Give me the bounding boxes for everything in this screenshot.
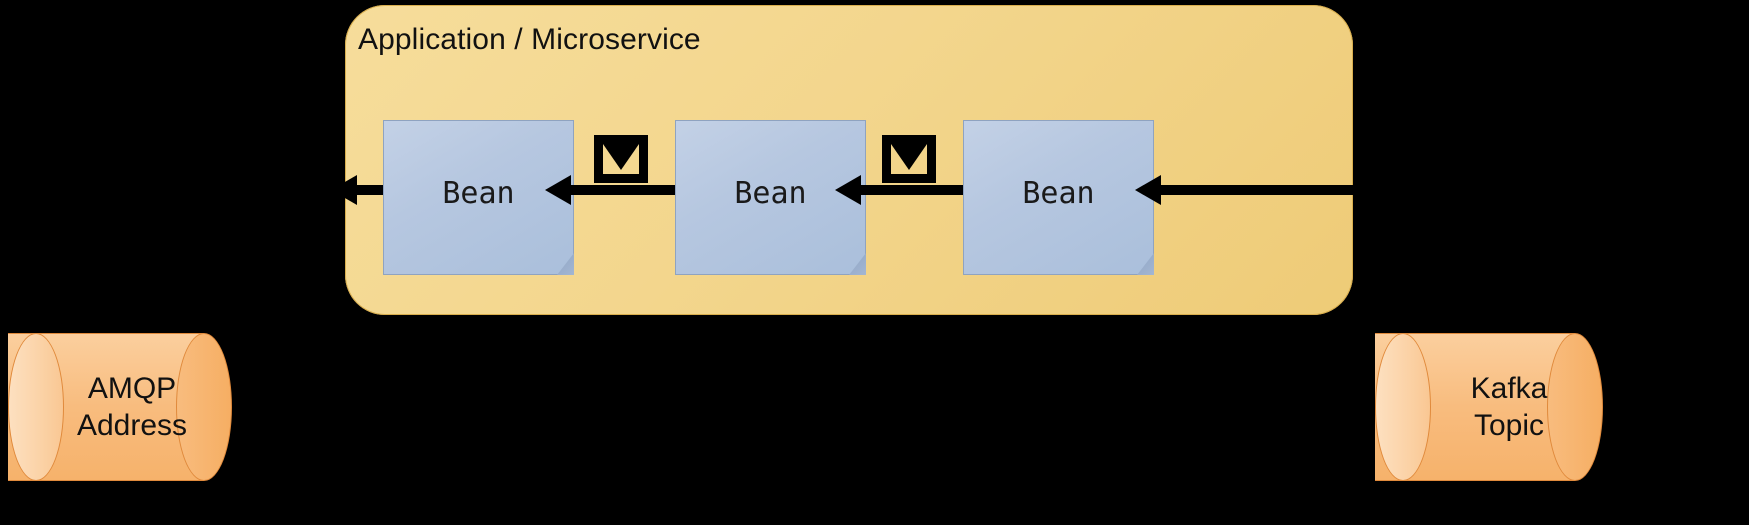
arrow-shaft bbox=[345, 185, 397, 195]
bean-document-shape bbox=[963, 120, 1154, 275]
bean-node-1: Bean bbox=[383, 120, 574, 275]
amqp-address-label-line-2: Address bbox=[76, 409, 188, 442]
cylinder-left-cap-icon bbox=[8, 333, 64, 481]
bean-document-shape bbox=[675, 120, 866, 275]
arrow-head-icon bbox=[1135, 175, 1161, 205]
arrow-shaft bbox=[1158, 185, 1367, 195]
application-container-title: Application / Microservice bbox=[358, 23, 701, 56]
amqp-address-label-line-1: AMQP bbox=[87, 371, 177, 405]
envelope-flap-icon bbox=[603, 144, 639, 170]
arrow-shaft bbox=[568, 185, 688, 195]
amqp-address-node: AMQP Address bbox=[8, 333, 232, 481]
cylinder-right-cap-icon bbox=[1547, 333, 1603, 481]
envelope-icon bbox=[594, 135, 648, 183]
arrow-shaft bbox=[858, 185, 976, 195]
cylinder-right-cap-icon bbox=[176, 333, 232, 481]
kafka-topic-label: Kafka Topic bbox=[1375, 333, 1609, 481]
arrow-head-icon bbox=[331, 175, 357, 205]
arrow-bean3-to-bean2 bbox=[835, 175, 976, 205]
bean-node-3: Bean bbox=[963, 120, 1154, 275]
bean-document-shape bbox=[383, 120, 574, 275]
arrow-bean2-to-bean1 bbox=[545, 175, 688, 205]
kafka-topic-node: Kafka Topic bbox=[1375, 333, 1603, 481]
envelope-flap-icon bbox=[891, 144, 927, 170]
cylinder-left-cap-icon bbox=[1375, 333, 1431, 481]
kafka-topic-label-line-1: Kafka bbox=[1470, 371, 1548, 405]
amqp-address-label: AMQP Address bbox=[8, 333, 230, 481]
kafka-topic-label-line-2: Topic bbox=[1473, 409, 1545, 442]
arrow-kafka-to-bean3 bbox=[1135, 175, 1367, 205]
application-container: Application / Microservice Bean Bean bbox=[331, 5, 1367, 315]
arrow-head-icon bbox=[545, 175, 571, 205]
bean-node-2: Bean bbox=[675, 120, 866, 275]
bean-label-3: Bean bbox=[1022, 176, 1095, 211]
arrow-out-left bbox=[331, 175, 397, 205]
arrow-head-icon bbox=[835, 175, 861, 205]
envelope-icon bbox=[882, 135, 936, 183]
bean-label-1: Bean bbox=[442, 176, 515, 211]
bean-label-2: Bean bbox=[734, 176, 807, 211]
